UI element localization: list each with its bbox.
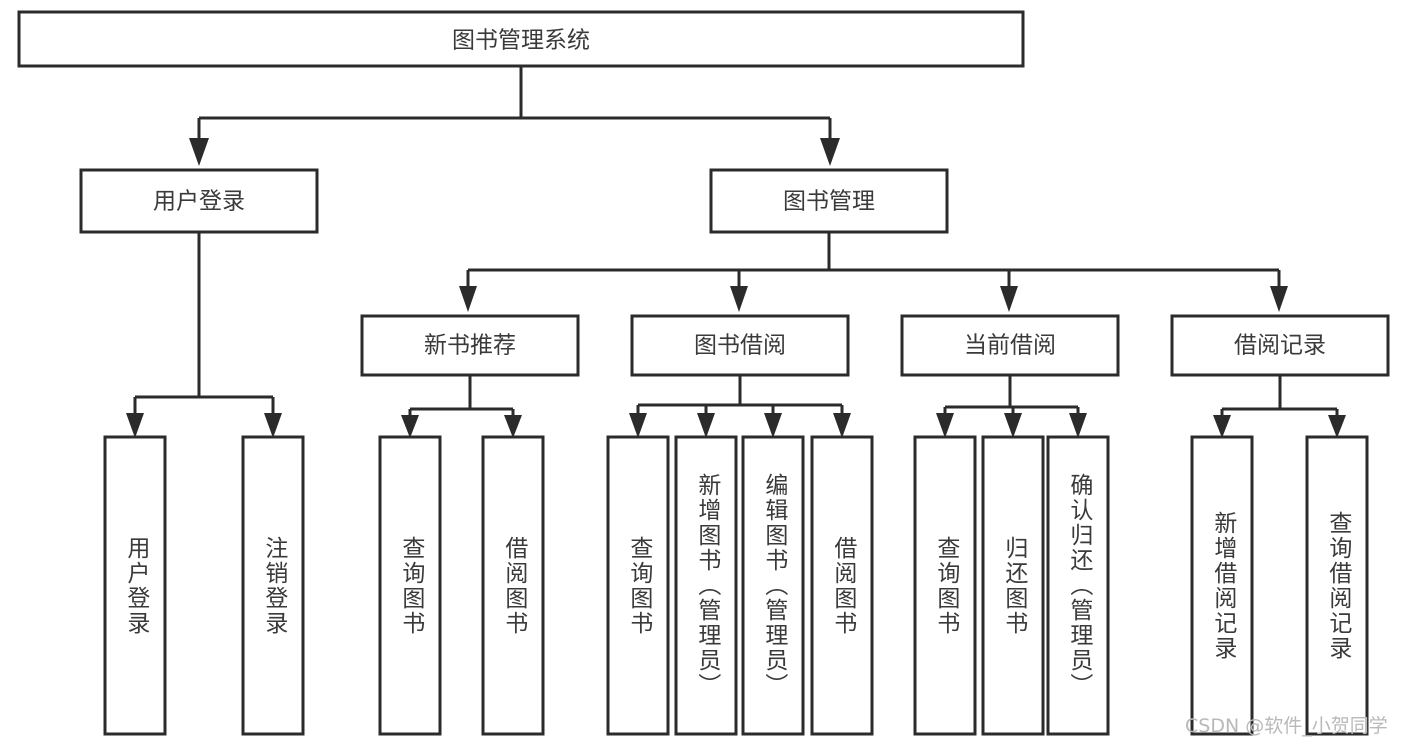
- arrow-current-borrow: [1000, 286, 1018, 312]
- arrow-user-login: [189, 138, 209, 166]
- leaf-box-borrow-book-1[interactable]: [481, 435, 545, 736]
- leaf-box-confirm-return-admin[interactable]: [1046, 435, 1110, 736]
- arrow-leaf-user-login: [126, 413, 144, 438]
- watermark-text: CSDN @软件_小贺同学: [1185, 715, 1388, 737]
- leaf-box-logout-login[interactable]: [241, 435, 305, 736]
- leaf-box-query-book-2[interactable]: [606, 435, 670, 736]
- node-label-borrow-record: 借阅记录: [1234, 333, 1326, 359]
- leaf-box-add-book-admin[interactable]: [674, 435, 738, 736]
- arrow-leaf-borrow-book-1: [504, 415, 522, 438]
- node-box-new-book-recommend: [360, 314, 580, 377]
- leaf-box-edit-book-admin[interactable]: [741, 435, 805, 736]
- arrow-book-borrow: [730, 286, 748, 312]
- arrow-leaf-borrow-book-2: [833, 413, 851, 438]
- arrow-leaf-return-book: [1004, 413, 1022, 438]
- node-label-new-book-recommend: 新书推荐: [424, 333, 516, 359]
- arrow-leaf-query-borrow-record: [1328, 415, 1346, 438]
- node-label-user-login: 用户登录: [153, 189, 245, 215]
- leaf-box-query-borrow-record[interactable]: [1305, 435, 1369, 736]
- arrow-leaf-query-book-1: [401, 415, 419, 438]
- arrow-new-book-recommend: [459, 286, 477, 312]
- node-user-login[interactable]: 用户登录: [79, 168, 319, 234]
- node-book-borrow[interactable]: 图书借阅: [630, 314, 850, 377]
- arrow-book-manage: [820, 138, 840, 166]
- node-box-book-manage: [709, 168, 949, 234]
- node-current-borrow[interactable]: 当前借阅: [900, 314, 1120, 377]
- node-book-manage[interactable]: 图书管理: [709, 168, 949, 234]
- arrow-leaf-logout: [264, 413, 282, 438]
- node-new-book-recommend[interactable]: 新书推荐: [360, 314, 580, 377]
- node-label-book-manage: 图书管理: [783, 189, 875, 215]
- node-borrow-record[interactable]: 借阅记录: [1170, 314, 1390, 377]
- node-box-current-borrow: [900, 314, 1120, 377]
- leaf-box-return-book[interactable]: [981, 435, 1045, 736]
- node-label-current-borrow: 当前借阅: [964, 333, 1056, 359]
- arrow-borrow-record: [1270, 286, 1288, 312]
- node-box-borrow-record: [1170, 314, 1390, 377]
- leaf-box-query-book-3[interactable]: [913, 435, 977, 736]
- arrow-leaf-add-book-admin: [697, 413, 715, 438]
- node-book-management-system[interactable]: 图书管理系统: [17, 10, 1025, 68]
- node-label-root: 图书管理系统: [452, 28, 590, 54]
- leaf-box-user-login[interactable]: [103, 435, 167, 736]
- leaf-box-borrow-book-2[interactable]: [810, 435, 874, 736]
- arrow-leaf-edit-book-admin: [764, 413, 782, 438]
- node-box-root: [17, 10, 1025, 68]
- arrow-leaf-query-book-3: [936, 413, 954, 438]
- arrow-leaf-add-borrow-record: [1213, 415, 1231, 438]
- node-label-book-borrow: 图书借阅: [694, 333, 786, 359]
- arrow-leaf-query-book-2: [629, 413, 647, 438]
- leaf-box-add-borrow-record[interactable]: [1190, 435, 1254, 736]
- leaf-box-query-book-1[interactable]: [378, 435, 442, 736]
- node-box-book-borrow: [630, 314, 850, 377]
- arrow-leaf-confirm-return-admin: [1069, 413, 1087, 438]
